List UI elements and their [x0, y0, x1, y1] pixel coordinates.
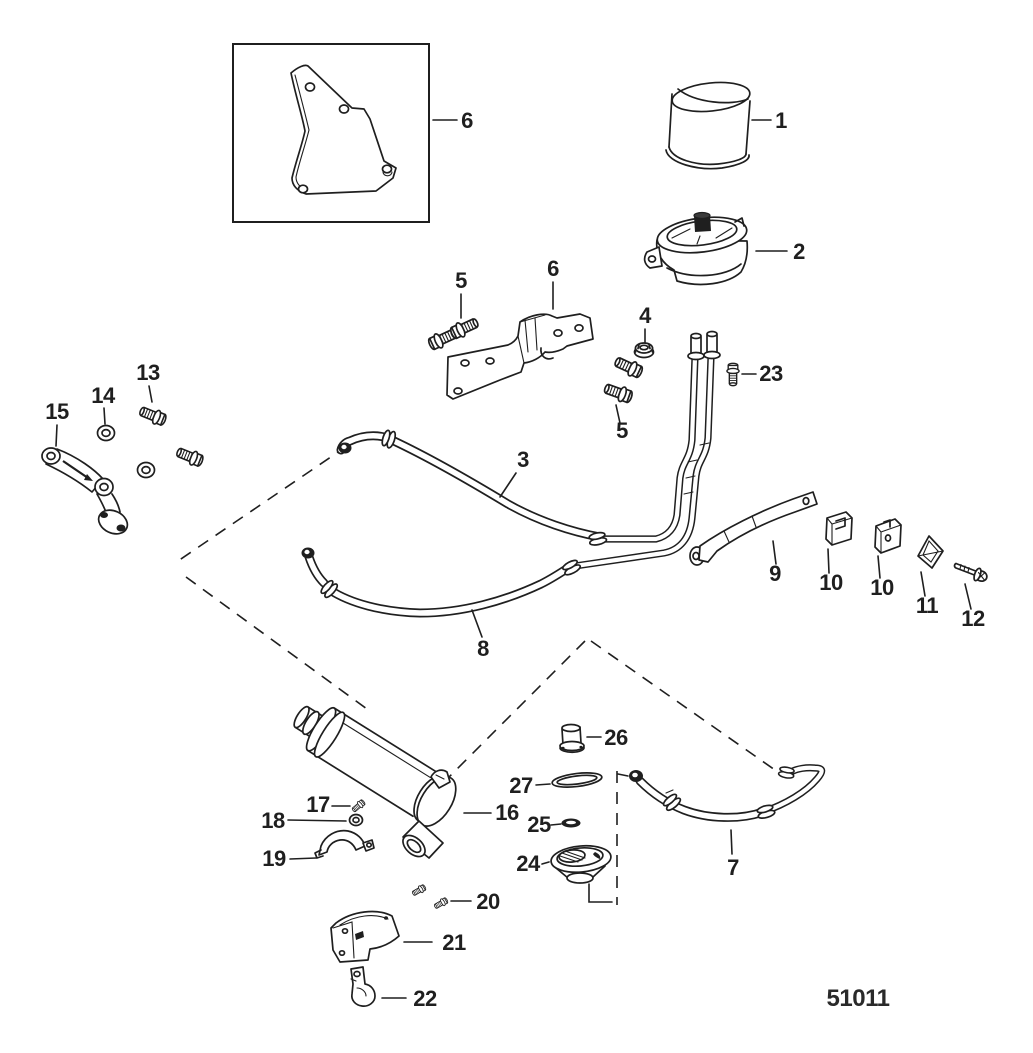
callout-18: 18: [261, 808, 285, 833]
callout-22: 22: [413, 986, 437, 1011]
callout-15: 15: [45, 399, 69, 424]
callout-7: 7: [727, 855, 739, 880]
oil-hose-7: [629, 764, 826, 822]
callout-11: 11: [916, 593, 939, 618]
callout-26: 26: [604, 725, 628, 750]
oil-filter: [665, 81, 751, 170]
strainer-cup-24: [550, 844, 612, 884]
filter-adapter: [643, 211, 749, 286]
screw-23: [726, 362, 740, 387]
clamp-half-19: [314, 829, 375, 859]
callout-labels: 6 1 2 5 6 4 23 5 13 14 15 3 8 9 10 10 11…: [45, 108, 985, 1011]
callout-3: 3: [517, 447, 529, 472]
screws-20: [410, 883, 450, 911]
callout-5-right: 5: [616, 418, 628, 443]
fittings-13-washers-14: [96, 403, 206, 479]
washer-18: [348, 813, 364, 827]
diamond-clip: [917, 535, 944, 569]
assembly-dashed-lines: [177, 445, 776, 905]
screws-5-right: [601, 353, 646, 406]
callout-9: 9: [769, 561, 781, 586]
clamp-bracket-21: [330, 910, 400, 963]
callout-17: 17: [306, 792, 330, 817]
callout-12: 12: [961, 606, 985, 631]
support-strap: [689, 491, 818, 566]
fitting-26: [559, 723, 585, 754]
callout-13: 13: [136, 360, 160, 385]
clip-10-second: [874, 518, 902, 554]
gasket-27: [551, 772, 603, 788]
callout-20: 20: [476, 889, 500, 914]
drawing-number: 51011: [827, 985, 890, 1012]
callout-19: 19: [262, 846, 286, 871]
clip-22: [350, 966, 376, 1007]
callout-2: 2: [793, 239, 805, 264]
callout-23: 23: [759, 361, 783, 386]
support-bracket: [446, 313, 594, 400]
flange-nut-4: [633, 342, 655, 359]
callout-1: 1: [775, 108, 787, 133]
callout-25: 25: [527, 812, 551, 837]
oil-hose-lower: [301, 547, 583, 618]
callout-27: 27: [509, 773, 533, 798]
callout-4: 4: [639, 303, 652, 328]
oil-pipe-assembly: [571, 330, 721, 570]
oil-hose-upper: [336, 428, 608, 548]
callout-10-first: 10: [819, 570, 843, 595]
clip-10-first: [825, 511, 853, 546]
callout-14: 14: [91, 383, 116, 408]
callout-6-bracket: 6: [547, 256, 559, 281]
callout-24: 24: [516, 851, 541, 876]
screw-17: [350, 798, 367, 814]
long-bolt-12: [953, 562, 988, 582]
callout-6-box: 6: [461, 108, 473, 133]
link-lever: [41, 447, 129, 535]
screws-5-left: [425, 314, 482, 353]
callout-16: 16: [495, 800, 519, 825]
callout-leader-lines: [55, 119, 972, 999]
oil-cooler: [293, 705, 457, 859]
callout-8: 8: [477, 636, 489, 661]
callout-21: 21: [442, 930, 466, 955]
callout-5-left: 5: [455, 268, 467, 293]
inset-box-bracket-plate: [232, 43, 430, 223]
o-ring-25: [561, 818, 581, 828]
callout-10-second: 10: [870, 575, 894, 600]
